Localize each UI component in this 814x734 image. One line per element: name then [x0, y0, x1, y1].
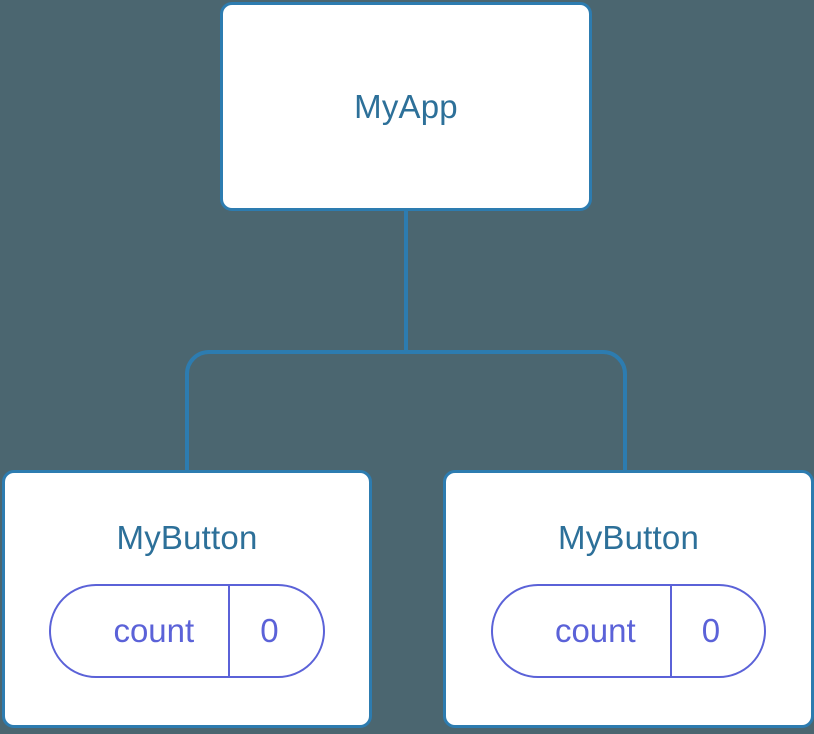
state-key: count	[113, 612, 195, 649]
node-mybutton-left[interactable]: MyButton count 0	[2, 470, 372, 728]
node-title: MyButton	[116, 518, 258, 556]
node-myapp[interactable]: MyApp	[220, 2, 592, 211]
connector-branch-right	[406, 350, 627, 472]
state-value: 0	[228, 585, 322, 676]
state-pill[interactable]: count 0	[490, 583, 767, 678]
state-pill[interactable]: count 0	[49, 583, 325, 678]
node-title: MyApp	[354, 88, 458, 125]
connector-branch-left	[185, 350, 406, 472]
state-value: 0	[669, 585, 764, 676]
state-key: count	[554, 612, 636, 649]
node-title: MyButton	[558, 518, 699, 556]
node-mybutton-right[interactable]: MyButton count 0	[443, 470, 814, 728]
